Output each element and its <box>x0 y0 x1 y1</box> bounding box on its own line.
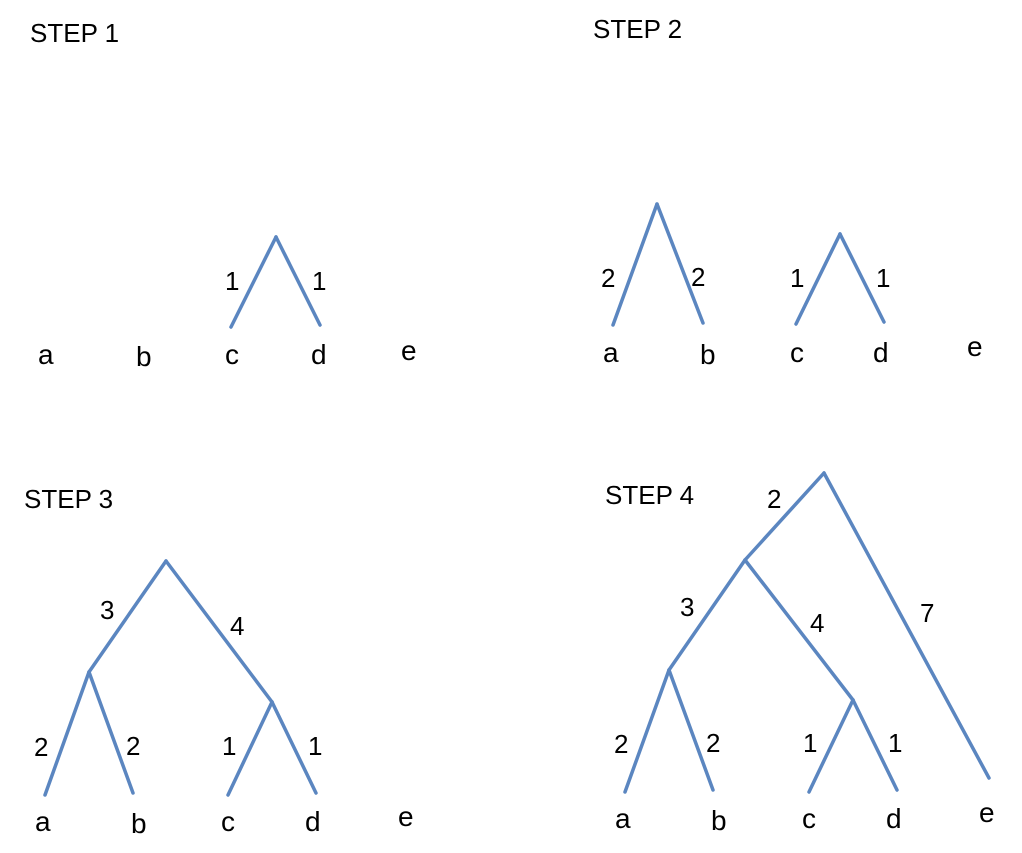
step-1-edge-label-c: 1 <box>225 266 239 296</box>
step-1-edge-label-d: 1 <box>312 266 326 296</box>
step-1-branch-d <box>274 235 322 327</box>
step-2-leaf-d: d <box>873 337 889 368</box>
step-4-branch-root-e <box>822 471 991 780</box>
step-3-leaf-b: b <box>131 808 147 839</box>
step-4-leaf-a: a <box>615 803 631 834</box>
step-2-edge-label-a: 2 <box>601 263 615 293</box>
step-2-leaf-c: c <box>790 337 804 368</box>
step-4-panel: STEP 4 2 7 3 4 2 2 1 1 a b c d e <box>605 471 995 836</box>
step-3-branch-b <box>87 670 135 795</box>
step-1-leaf-c: c <box>225 339 239 370</box>
step-3-panel: STEP 3 3 4 2 2 1 1 a b c d e <box>24 484 414 839</box>
step-3-edge-label-d: 1 <box>308 731 322 761</box>
step-2-leaf-a: a <box>603 337 619 368</box>
step-1-leaf-d: d <box>311 339 327 370</box>
step-4-edge-label-mid-left: 3 <box>680 592 694 622</box>
step-2-panel: STEP 2 2 2 1 1 a b c d e <box>593 14 983 370</box>
step-3-edge-label-b: 2 <box>126 731 140 761</box>
step-1-panel: STEP 1 1 1 a b c d e <box>30 18 417 372</box>
step-2-edge-label-c: 1 <box>790 263 804 293</box>
step-3-branch-d <box>270 700 318 795</box>
step-3-edge-label-right: 4 <box>230 611 244 641</box>
step-4-leaf-e: e <box>979 797 995 828</box>
step-4-edge-label-a: 2 <box>614 729 628 759</box>
step-1-leaf-b: b <box>136 341 152 372</box>
step-2-edge-label-b: 2 <box>691 262 705 292</box>
step-3-leaf-e: e <box>398 801 414 832</box>
step-4-branch-a <box>623 668 671 794</box>
step-4-branch-mid-left <box>667 558 747 672</box>
step-4-edge-label-e: 7 <box>920 598 934 628</box>
step-1-branch-c <box>229 235 278 329</box>
step-4-edge-label-mid-right: 4 <box>810 608 824 638</box>
step-4-leaf-b: b <box>711 805 727 836</box>
step-2-branch-c <box>794 232 842 326</box>
step-4-branch-root-left <box>743 471 826 562</box>
step-2-leaf-b: b <box>700 339 716 370</box>
step-4-title: STEP 4 <box>605 480 694 510</box>
step-2-branch-b <box>655 202 705 325</box>
step-4-branch-c <box>807 698 855 794</box>
step-3-branch-a <box>43 670 91 797</box>
step-1-title: STEP 1 <box>30 18 119 48</box>
step-2-leaf-e: e <box>967 331 983 362</box>
step-3-leaf-a: a <box>35 806 51 837</box>
step-3-edge-label-a: 2 <box>34 732 48 762</box>
step-1-leaf-e: e <box>401 335 417 366</box>
step-3-edge-label-left: 3 <box>100 595 114 625</box>
step-4-branch-d <box>851 698 899 792</box>
step-4-edge-label-d: 1 <box>888 728 902 758</box>
step-4-edge-label-b: 2 <box>706 728 720 758</box>
step-4-leaf-d: d <box>886 803 902 834</box>
step-2-branch-a <box>611 202 659 327</box>
step-3-edge-label-c: 1 <box>222 731 236 761</box>
step-3-leaf-d: d <box>305 806 321 837</box>
step-3-branch-root-left <box>87 559 168 674</box>
step-3-branch-c <box>226 700 274 797</box>
step-4-edge-label-root-left: 2 <box>767 484 781 514</box>
step-4-branch-b <box>667 668 715 792</box>
step-2-title: STEP 2 <box>593 14 682 44</box>
step-3-branch-root-right <box>164 559 274 704</box>
step-4-leaf-c: c <box>802 803 816 834</box>
step-3-title: STEP 3 <box>24 484 113 514</box>
step-1-leaf-a: a <box>38 339 54 370</box>
step-4-branch-mid-right <box>743 558 855 702</box>
step-2-edge-label-d: 1 <box>876 263 890 293</box>
step-2-branch-d <box>838 232 886 324</box>
step-4-edge-label-c: 1 <box>803 728 817 758</box>
step-3-leaf-c: c <box>221 806 235 837</box>
